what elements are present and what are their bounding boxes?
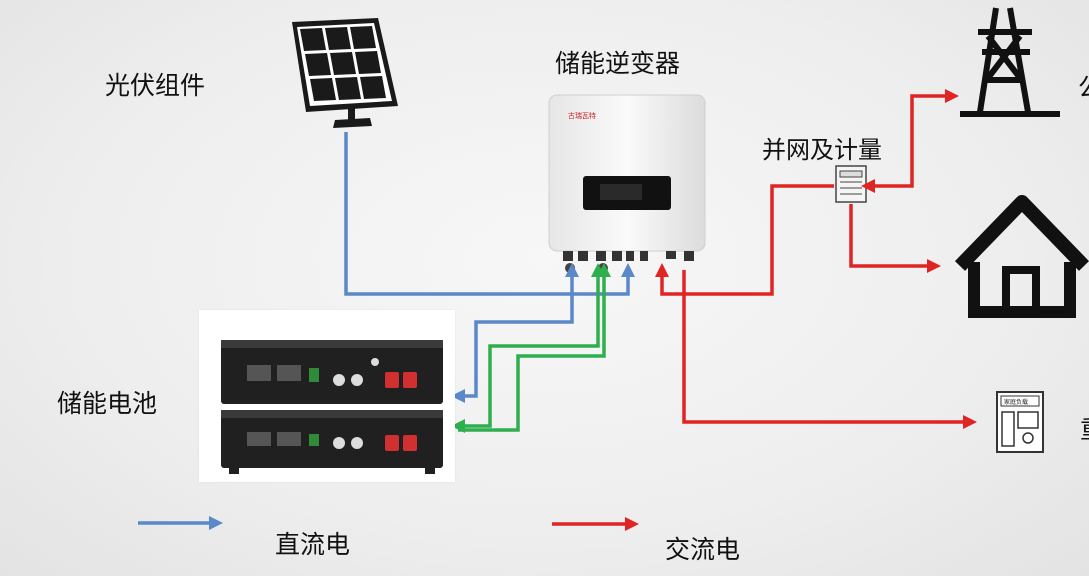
ac-line-house [849, 204, 941, 273]
solar-panel-icon [292, 18, 398, 128]
battery-dc-line-blue [451, 263, 579, 403]
legend-ac-label: 交流电 [665, 535, 741, 564]
battery-dc-line-green [451, 263, 605, 433]
meter-icon [835, 165, 867, 203]
distribution-panel-icon: 家庭负载 [996, 391, 1044, 453]
ac-line-appliance [682, 270, 977, 429]
pv-module-label: 光伏组件 [105, 71, 206, 100]
house-icon [954, 195, 1089, 318]
legend-dc-label: 直流电 [275, 530, 351, 559]
inverter-label: 储能逆变器 [555, 49, 681, 78]
grid-label-partial: 公 [1078, 68, 1089, 104]
battery-module-top [221, 340, 443, 404]
grid-tower-icon [960, 7, 1060, 117]
battery-module-bottom [221, 410, 443, 468]
battery-label: 储能电池 [57, 389, 158, 418]
inverter-unit: 古瑞瓦特 [548, 94, 706, 273]
battery-image [199, 310, 455, 482]
inverter-brand-text: 古瑞瓦特 [568, 111, 596, 120]
battery-dc-line-green-2 [458, 263, 611, 432]
ac-line-grid [861, 89, 959, 193]
appliance-label-partial: 重 [1080, 410, 1089, 446]
ac-line-meter [655, 184, 834, 296]
panel-label-text: 家庭负载 [1004, 398, 1028, 406]
grid-meter-label: 并网及计量 [762, 136, 882, 164]
